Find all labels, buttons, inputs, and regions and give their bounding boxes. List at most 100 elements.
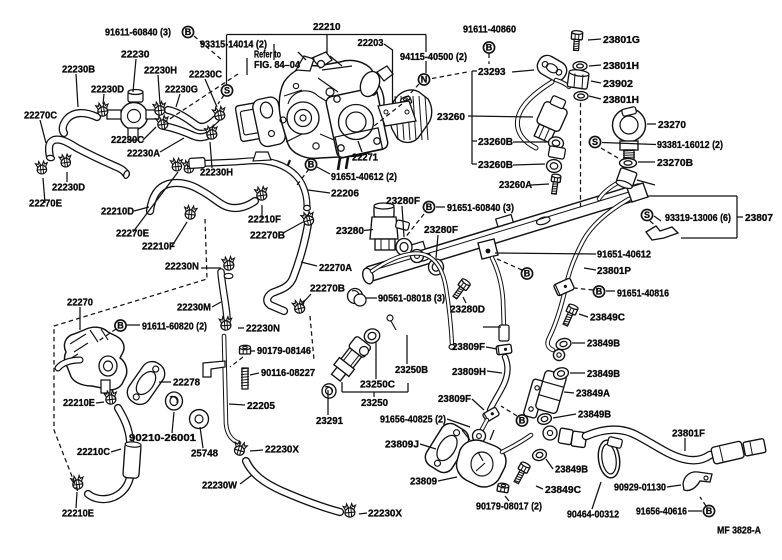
svg-text:23809F: 23809F [452, 342, 485, 353]
svg-text:93319-13006 (6): 93319-13006 (6) [665, 213, 731, 224]
svg-text:23250C: 23250C [360, 380, 396, 391]
svg-text:22230M: 22230M [177, 303, 211, 314]
svg-text:23260B: 23260B [478, 160, 513, 171]
svg-text:B: B [185, 27, 192, 37]
svg-text:23270B: 23270B [657, 158, 693, 169]
svg-text:22270E: 22270E [116, 229, 149, 240]
svg-text:Refer to: Refer to [254, 50, 281, 61]
svg-text:23809J: 23809J [385, 440, 419, 451]
svg-text:22230N: 22230N [246, 324, 280, 335]
svg-text:23280F: 23280F [386, 196, 420, 207]
svg-text:90210-26001: 90210-26001 [129, 433, 196, 444]
svg-text:22278: 22278 [173, 378, 200, 389]
svg-text:23849C: 23849C [590, 313, 626, 324]
svg-text:23809: 23809 [410, 477, 437, 488]
svg-text:91651-40816: 91651-40816 [617, 289, 669, 300]
svg-text:23807: 23807 [745, 213, 773, 224]
svg-text:MF 3828-A: MF 3828-A [717, 526, 761, 537]
svg-text:22210C: 22210C [77, 447, 111, 458]
svg-text:22270A: 22270A [319, 263, 353, 274]
svg-text:22270E: 22270E [29, 199, 62, 210]
svg-text:23849B: 23849B [587, 369, 620, 380]
svg-text:22230H: 22230H [200, 168, 233, 179]
svg-text:22210: 22210 [313, 22, 341, 33]
svg-text:22205: 22205 [247, 401, 275, 412]
svg-text:23849B: 23849B [555, 465, 588, 476]
svg-text:23801F: 23801F [672, 429, 705, 440]
svg-text:91656-40825 (2): 91656-40825 (2) [380, 415, 446, 426]
svg-text:25748: 25748 [191, 449, 218, 460]
svg-text:22230C: 22230C [189, 70, 223, 81]
svg-text:22270B: 22270B [250, 231, 285, 242]
svg-text:23849B: 23849B [587, 339, 620, 350]
svg-text:B: B [486, 43, 493, 53]
svg-text:22270C: 22270C [24, 111, 58, 122]
svg-text:23809H: 23809H [452, 367, 486, 378]
svg-text:B: B [426, 202, 433, 212]
svg-text:B: B [308, 160, 315, 170]
svg-text:S: S [644, 210, 650, 220]
svg-text:23250B: 23250B [395, 365, 428, 376]
svg-text:22203: 22203 [358, 38, 384, 49]
svg-text:23280D: 23280D [450, 305, 485, 316]
svg-text:22230B: 22230B [62, 65, 95, 76]
svg-text:23849A: 23849A [576, 389, 611, 400]
svg-text:23293: 23293 [478, 67, 506, 78]
svg-text:23849B: 23849B [578, 410, 611, 421]
svg-text:22271: 22271 [352, 153, 378, 164]
svg-text:23260A: 23260A [499, 180, 533, 191]
svg-text:23801H: 23801H [603, 95, 639, 106]
svg-text:22230W: 22230W [202, 481, 237, 492]
svg-text:23260: 23260 [437, 112, 465, 123]
svg-text:23801G: 23801G [603, 35, 640, 46]
svg-text:94115-40500 (2): 94115-40500 (2) [400, 52, 467, 63]
svg-text:22230H: 22230H [144, 66, 177, 77]
svg-text:22270B: 22270B [310, 284, 345, 295]
svg-text:22230X: 22230X [265, 445, 299, 456]
svg-text:22206: 22206 [331, 189, 359, 200]
svg-text:22230: 22230 [121, 50, 150, 61]
svg-text:93381-16012 (2): 93381-16012 (2) [657, 140, 723, 151]
svg-text:22230D: 22230D [91, 85, 124, 96]
svg-text:23260B: 23260B [478, 137, 513, 148]
svg-text:22210E: 22210E [62, 509, 94, 520]
svg-text:23801H: 23801H [603, 61, 639, 72]
svg-text:91651-40612 (2): 91651-40612 (2) [331, 172, 397, 183]
svg-text:23902: 23902 [603, 79, 633, 90]
svg-text:91611-60840 (3): 91611-60840 (3) [105, 28, 171, 39]
svg-text:22230D: 22230D [52, 183, 85, 194]
svg-text:91611-60820 (2): 91611-60820 (2) [142, 322, 207, 333]
svg-text:90116-08227: 90116-08227 [261, 368, 315, 379]
svg-text:90561-08018 (3): 90561-08018 (3) [378, 294, 445, 305]
svg-text:23849C: 23849C [545, 485, 582, 496]
svg-text:22230X: 22230X [368, 509, 402, 520]
svg-text:91611-40860: 91611-40860 [463, 25, 516, 36]
svg-text:22230N: 22230N [165, 262, 199, 273]
svg-text:91651-40612: 91651-40612 [597, 250, 651, 261]
svg-text:91651-60840 (3): 91651-60840 (3) [447, 203, 514, 214]
svg-text:90179-08017 (2): 90179-08017 (2) [476, 502, 542, 513]
svg-text:23270: 23270 [658, 120, 686, 131]
svg-text:B: B [117, 321, 124, 331]
svg-text:23280F: 23280F [424, 225, 458, 236]
svg-text:23801P: 23801P [597, 266, 631, 277]
svg-text:22230C: 22230C [111, 135, 145, 146]
svg-text:B: B [519, 416, 526, 426]
svg-text:23250: 23250 [361, 398, 388, 409]
svg-text:23809F: 23809F [438, 394, 471, 405]
svg-text:22210F: 22210F [248, 215, 281, 226]
svg-text:91656-40616: 91656-40616 [636, 507, 687, 518]
svg-text:B: B [706, 506, 713, 516]
svg-text:22210E: 22210E [63, 398, 95, 409]
svg-text:90179-08146: 90179-08146 [257, 346, 311, 357]
svg-text:S: S [592, 137, 598, 147]
svg-text:90464-00312: 90464-00312 [567, 510, 619, 521]
svg-text:22230G: 22230G [165, 85, 198, 96]
svg-text:B: B [596, 287, 603, 297]
svg-text:22210D: 22210D [101, 207, 134, 218]
svg-text:90929-01130: 90929-01130 [614, 483, 666, 494]
svg-text:FIG. 84–04: FIG. 84–04 [254, 60, 300, 71]
svg-text:93315-14014 (2): 93315-14014 (2) [200, 40, 267, 51]
svg-text:22270: 22270 [67, 298, 93, 309]
svg-text:22230A: 22230A [127, 149, 161, 160]
